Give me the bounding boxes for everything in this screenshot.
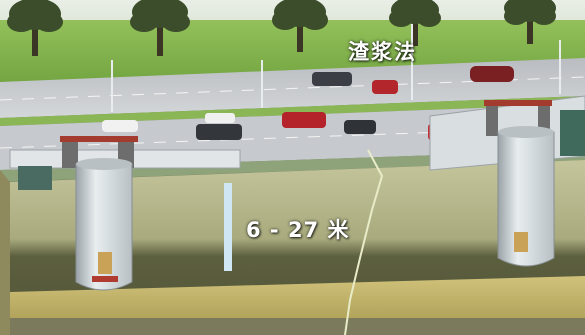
soil-side-face — [0, 170, 10, 335]
method-label: 渣浆法 — [348, 40, 417, 64]
tree-row — [7, 0, 556, 56]
right-shaft — [429, 95, 585, 267]
car — [344, 120, 376, 134]
car — [312, 72, 352, 86]
car — [196, 124, 242, 140]
street-lamps — [111, 24, 561, 112]
depth-marker-bar — [224, 183, 232, 271]
car — [372, 80, 398, 94]
depth-label: 6 - 27 米 — [246, 218, 350, 242]
car — [102, 120, 138, 132]
car — [470, 66, 514, 82]
car — [282, 112, 326, 128]
section-divider-line — [344, 149, 384, 335]
left-shaft — [9, 136, 241, 291]
car — [205, 113, 235, 123]
cars — [102, 66, 514, 140]
median-strip — [0, 96, 585, 126]
bedrock — [10, 318, 585, 335]
